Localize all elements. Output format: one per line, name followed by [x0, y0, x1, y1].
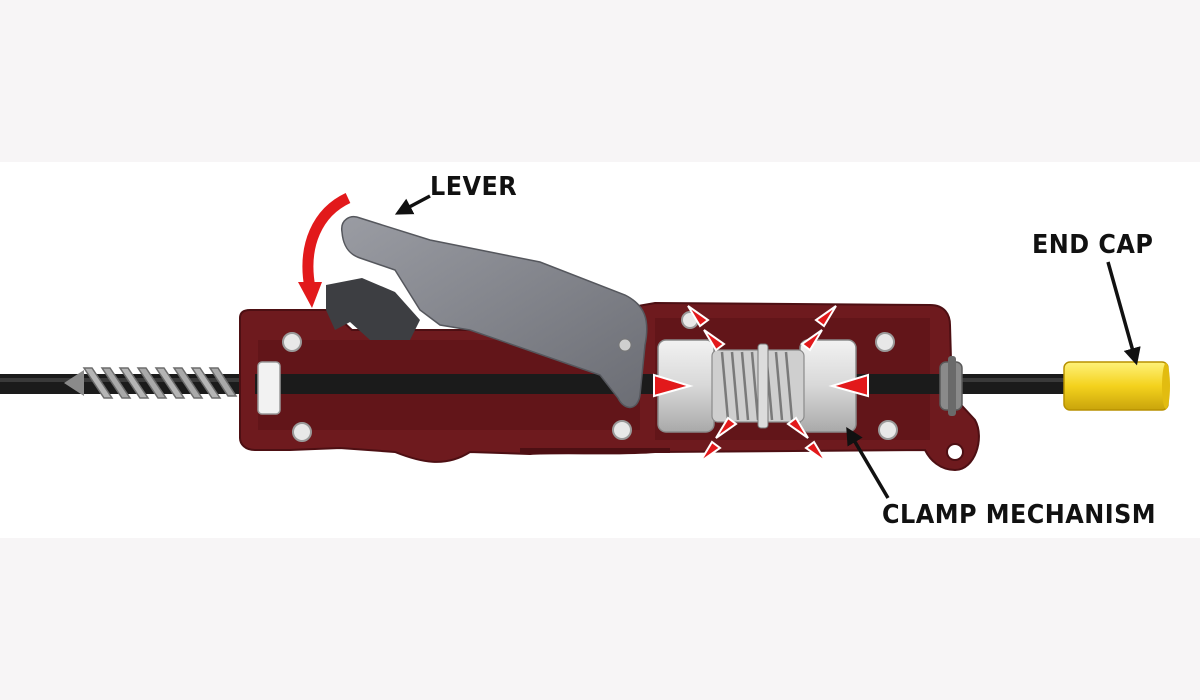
curved-arrow-down-icon: [298, 193, 351, 308]
screws: [282, 311, 898, 442]
clamp-mechanism: [657, 339, 857, 433]
clamp-mechanism-label: CLAMP MECHANISM: [882, 500, 1157, 530]
lever-label: LEVER: [430, 172, 518, 202]
end-cap: [1063, 361, 1170, 411]
lever: [326, 216, 648, 409]
clamp-force-indicators: [653, 305, 869, 463]
right-collar: [939, 356, 963, 416]
arrow-icon: [394, 194, 1141, 499]
spring-coils: [64, 367, 238, 399]
end-cap-label: END CAP: [1032, 230, 1154, 260]
left-bushing: [257, 361, 281, 415]
